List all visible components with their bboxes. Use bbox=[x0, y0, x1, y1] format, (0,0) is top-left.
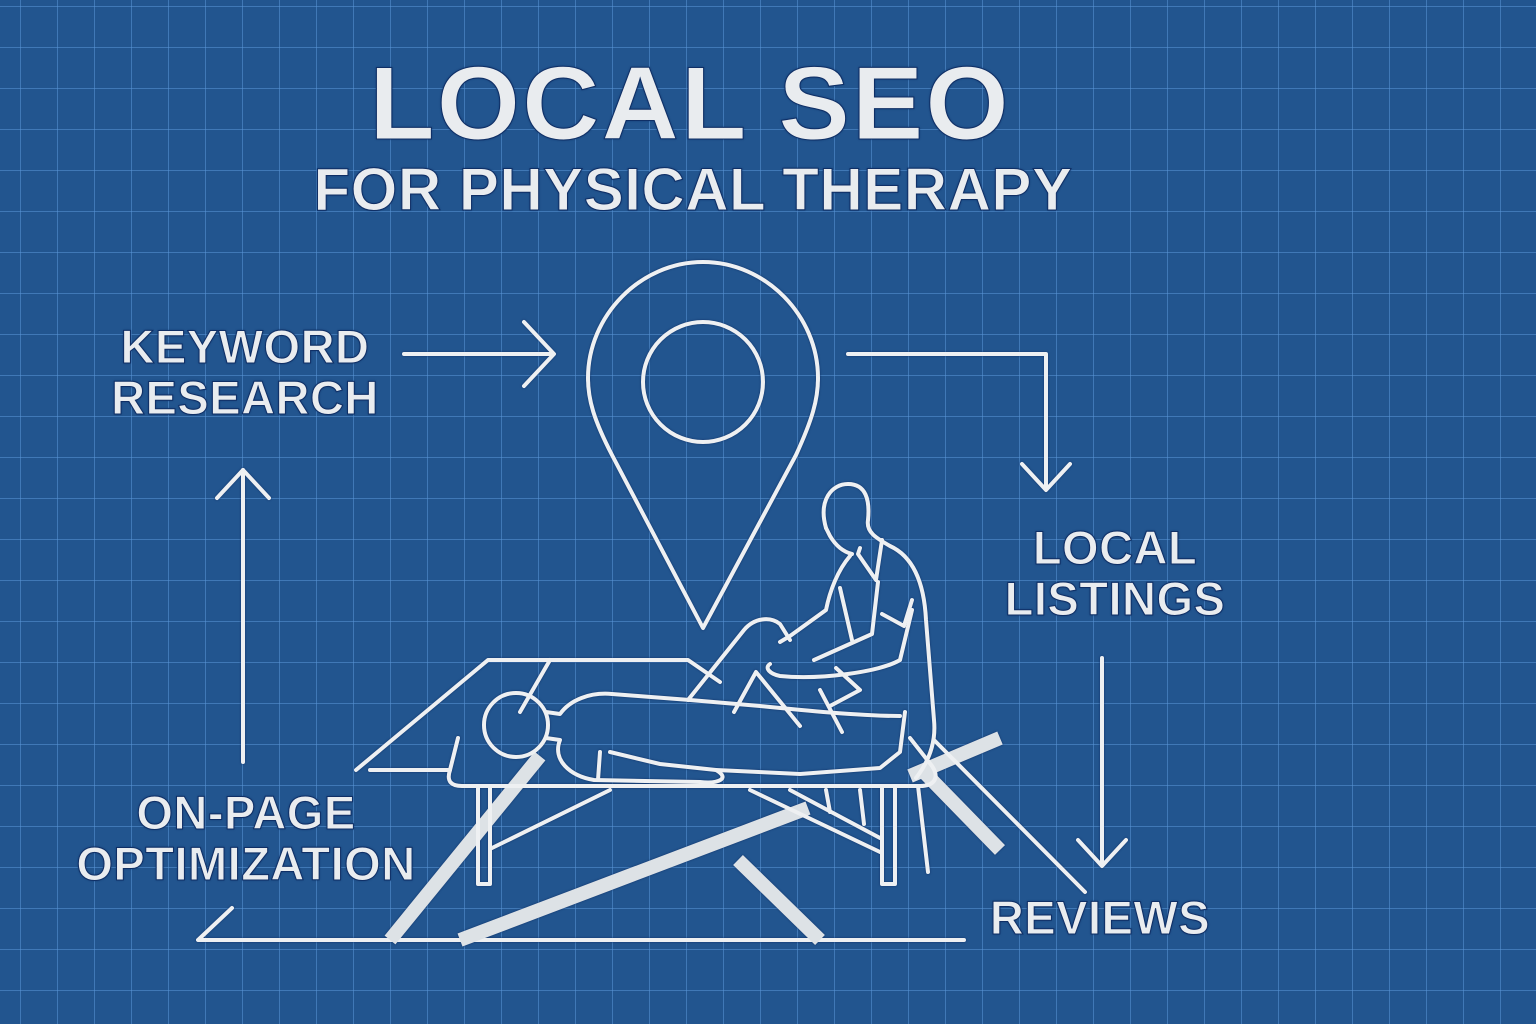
step-on-page-optimization: ON-PAGE OPTIMIZATION bbox=[56, 786, 436, 890]
arrow-down-icon bbox=[1076, 656, 1128, 868]
arrow-elbow-down-icon bbox=[846, 352, 1072, 492]
step-label-line: OPTIMIZATION bbox=[76, 836, 416, 890]
treatment-table-icon bbox=[354, 658, 938, 886]
arrow-up-icon bbox=[215, 468, 271, 764]
location-pin-icon bbox=[586, 260, 820, 630]
step-label-line: RESEARCH bbox=[111, 370, 379, 424]
step-label-line: REVIEWS bbox=[989, 891, 1211, 944]
page-subtitle: FOR PHYSICAL THERAPY bbox=[313, 156, 1073, 223]
step-keyword-research: KEYWORD RESEARCH bbox=[100, 320, 390, 424]
step-label-line: ON-PAGE bbox=[136, 786, 356, 839]
step-local-listings: LOCAL LISTINGS bbox=[990, 521, 1240, 625]
step-reviews: REVIEWS bbox=[985, 891, 1215, 944]
patient-icon bbox=[482, 617, 907, 785]
therapist-icon bbox=[765, 482, 937, 780]
floor-lines bbox=[196, 731, 1087, 947]
page-title: LOCAL SEO bbox=[369, 46, 1011, 162]
arrow-right-icon bbox=[402, 320, 556, 388]
step-label-line: LOCAL bbox=[1032, 521, 1198, 574]
step-label-line: LISTINGS bbox=[1004, 571, 1226, 625]
step-label-line: KEYWORD bbox=[120, 320, 370, 373]
